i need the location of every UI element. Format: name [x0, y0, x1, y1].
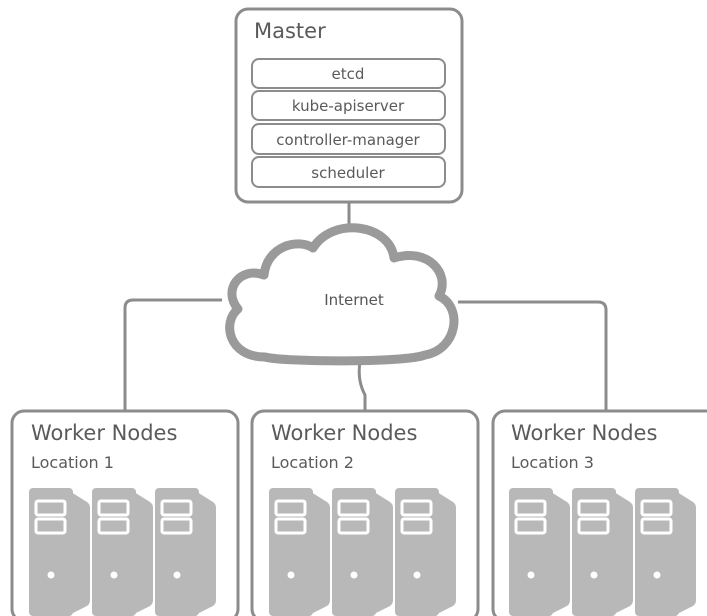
component-box-etcd: [251, 58, 446, 89]
connector-internet-location-3: [458, 300, 608, 412]
server-icon: [572, 488, 633, 616]
worker-location: Location 2: [271, 453, 354, 472]
server-icon: [269, 488, 330, 616]
worker-group-location-3: Worker Nodes Location 3: [491, 409, 707, 616]
component-box-controller-manager: [251, 123, 446, 155]
server-icon: [635, 488, 696, 616]
server-icon: [332, 488, 393, 616]
component-box-scheduler: [251, 156, 446, 188]
master-components: etcd kube-apiserver controller-manager s…: [251, 58, 446, 188]
worker-title: Worker Nodes: [511, 421, 657, 445]
server-icon: [395, 488, 456, 616]
worker-location: Location 3: [511, 453, 594, 472]
server-rack: [269, 488, 456, 616]
server-rack: [509, 488, 696, 616]
component-controller-manager: controller-manager: [276, 131, 420, 149]
cloud-icon: [225, 223, 459, 366]
server-icon: [155, 488, 216, 616]
master-node: Master etcd kube-apiserver controller-ma…: [234, 7, 464, 204]
component-kube-apiserver: kube-apiserver: [292, 97, 405, 115]
internet-label: Internet: [324, 291, 384, 309]
internet-cloud: Internet: [225, 223, 459, 366]
component-box-kube-apiserver: [251, 90, 446, 121]
component-scheduler: scheduler: [311, 164, 385, 182]
server-icon: [29, 488, 90, 616]
connector-internet-location-2: [357, 361, 367, 412]
master-title: Master: [254, 19, 326, 43]
connector-internet-location-1: [123, 298, 222, 412]
worker-title: Worker Nodes: [271, 421, 417, 445]
worker-location: Location 1: [31, 453, 114, 472]
worker-group-location-1: Worker Nodes Location 1: [10, 409, 240, 616]
server-icon: [92, 488, 153, 616]
server-rack: [29, 488, 216, 616]
worker-title: Worker Nodes: [31, 421, 177, 445]
component-etcd: etcd: [332, 65, 365, 83]
worker-group-location-2: Worker Nodes Location 2: [250, 409, 480, 616]
server-icon: [509, 488, 570, 616]
